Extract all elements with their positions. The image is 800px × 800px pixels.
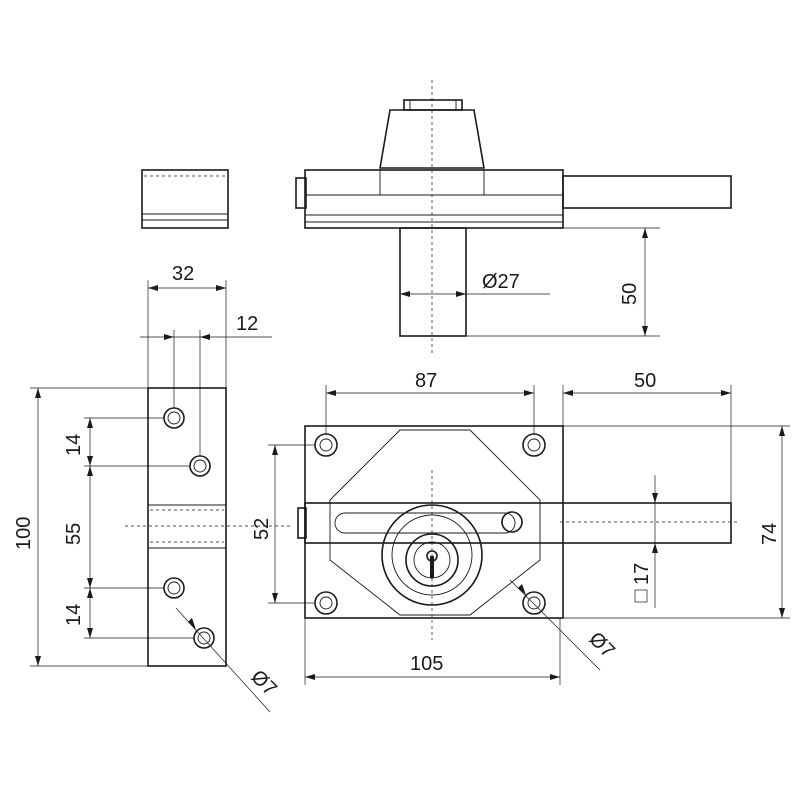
dim-strike-spacing: 14 55 14 <box>63 417 194 639</box>
strike-offset-label: 12 <box>236 313 258 335</box>
dim-strike-width: 32 <box>147 263 227 388</box>
dim-body-width: 105 <box>304 618 561 685</box>
body-hole-spacing-label: 87 <box>415 370 437 392</box>
lock-top-view <box>295 80 732 355</box>
bolt-section-label: 17 <box>631 563 653 585</box>
strike-top-view <box>141 169 229 229</box>
dim-cylinder-diameter: Ø27 <box>400 271 550 297</box>
dim-body-hole: Ø7 <box>509 579 619 671</box>
body-hole-label: Ø7 <box>584 628 618 662</box>
dim-bolt-section: 17 <box>631 475 658 608</box>
dim-cylinder-length: 50 <box>466 227 660 337</box>
strike-height-label: 100 <box>13 517 35 550</box>
body-width-label: 105 <box>410 653 443 675</box>
dim-body-hole-spacing: 87 <box>325 370 535 434</box>
lock-front-view <box>297 425 740 640</box>
dim-bolt-projection: 50 <box>562 370 732 503</box>
dim-strike-hole: Ø7 <box>175 607 281 713</box>
strike-spacing-mid-label: 55 <box>63 523 85 545</box>
strike-spacing-bottom-label: 14 <box>63 604 85 626</box>
dim-strike-height: 100 <box>13 387 148 667</box>
body-height-label: 74 <box>759 523 781 545</box>
bolt-projection-label: 50 <box>634 370 656 392</box>
dim-body-vertical-spacing: 52 <box>251 444 315 604</box>
dim-strike-offset: 12 <box>140 313 272 456</box>
body-vertical-spacing-label: 52 <box>251 518 273 540</box>
strike-width-label: 32 <box>172 263 194 285</box>
cylinder-diameter-label: Ø27 <box>482 271 520 293</box>
strike-spacing-top-label: 14 <box>63 434 85 456</box>
strike-hole-label: Ø7 <box>246 666 280 700</box>
cylinder-length-label: 50 <box>619 283 641 305</box>
dim-body-height: 74 <box>563 425 790 619</box>
